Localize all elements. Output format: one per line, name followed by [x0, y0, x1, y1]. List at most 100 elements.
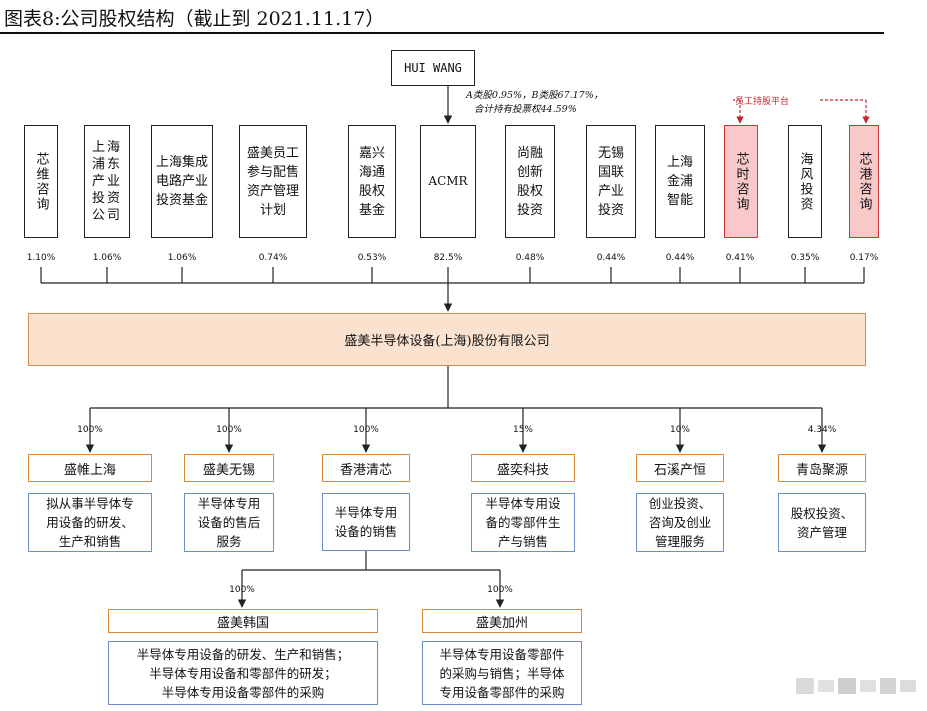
subsidiary-box: 香港清芯 — [322, 454, 410, 482]
desc-line: 管理服务 — [654, 534, 705, 549]
shareholder-box: ACMR — [420, 125, 476, 238]
shareholder-box: 芯维咨询 — [24, 125, 58, 238]
subsidiary-desc: 股权投资、资产管理 — [778, 493, 866, 552]
desc-line: 半导体专用 — [197, 496, 261, 511]
hk-subsidiary-desc: 半导体专用设备的研发、生产和销售； 半导体专用设备和零部件的研发； 半导体专用设备零… — [108, 641, 378, 705]
company-name: 盛美半导体设备(上海)股份有限公司 — [344, 334, 550, 349]
subsidiary-box: 盛帷上海 — [28, 454, 152, 482]
root-holder-name: HUI WANG — [404, 61, 462, 75]
desc-line: 服务 — [216, 534, 242, 549]
shareholder-box-highlight: 芯时咨询 — [724, 125, 758, 238]
shareholder-name: 上海金浦智能 — [666, 155, 693, 208]
figure-title: 图表8:公司股权结构（截止到 2021.11.17） — [4, 8, 385, 30]
desc-line: 专用设备零部件的采购 — [439, 684, 565, 700]
shareholder-box: 海风投资 — [788, 125, 822, 238]
shareholder-box: 尚融创新股权投资 — [505, 125, 555, 238]
shareholder-pct: 0.74% — [258, 253, 288, 263]
root-holding-note: A类股0.95%，B类股67.17%， 合计持有投票权44.59% — [466, 89, 616, 117]
subsidiary-pct: 100% — [77, 425, 103, 435]
shareholder-pct: 0.17% — [849, 253, 879, 263]
desc-line: 半导体专用设备的研发、生产和销售； — [136, 646, 350, 662]
desc-line: 半导体专用设 — [485, 496, 561, 511]
subsidiary-box: 盛美无锡 — [184, 454, 274, 482]
shareholder-box: 上海金浦智能 — [655, 125, 705, 238]
shareholder-pct: 0.53% — [357, 253, 387, 263]
subsidiary-desc: 拟从事半导体专用设备的研发、生产和销售 — [28, 493, 152, 552]
desc-line: 生产和销售 — [58, 534, 122, 549]
shareholder-name: 芯维咨询 — [33, 151, 49, 212]
subsidiary-name: 香港清芯 — [339, 462, 392, 478]
shareholder-name: 芯时咨询 — [733, 151, 749, 212]
desc-line: 半导体专用设备零部件的采购 — [161, 684, 325, 700]
desc-line: 半导体专用设备零部件 — [439, 646, 565, 662]
subsidiary-box: 盛奕科技 — [471, 454, 575, 482]
shareholder-pct: 1.06% — [92, 253, 122, 263]
root-note-line-1: A类股0.95%，B类股67.17%， — [466, 90, 604, 101]
desc-line: 的采购与销售；半导体 — [439, 665, 565, 681]
subsidiary-desc: 半导体专用设备的零部件生产与销售 — [471, 493, 575, 552]
hk-subsidiary-box: 盛美加州 — [422, 609, 582, 633]
subsidiary-box: 青岛聚源 — [778, 454, 866, 482]
subsidiary-box: 石溪产恒 — [636, 454, 724, 482]
subsidiary-name: 石溪产恒 — [653, 462, 706, 478]
shareholder-name: 嘉兴海通股权基金 — [358, 145, 385, 218]
desc-line: 设备的销售 — [334, 524, 398, 539]
shareholder-pct: 0.44% — [596, 253, 626, 263]
hk-subsidiary-name: 盛美韩国 — [216, 615, 269, 631]
desc-line: 设备的售后 — [197, 515, 261, 530]
desc-line: 半导体专用设备和零部件的研发； — [149, 665, 337, 681]
desc-line: 产与销售 — [497, 534, 548, 549]
desc-line: 半导体专用 — [334, 505, 398, 520]
shareholder-name: 芯港咨询 — [856, 151, 872, 212]
shareholder-box-highlight: 芯港咨询 — [849, 125, 879, 238]
subsidiary-pct: 100% — [216, 425, 242, 435]
hk-subsidiary-box: 盛美韩国 — [108, 609, 378, 633]
shareholder-box: 无锡国联产业投资 — [586, 125, 636, 238]
shareholder-box: 盛美员工参与配售资产管理计划 — [239, 125, 307, 238]
title-rule — [0, 32, 884, 34]
shareholder-name: 尚融创新股权投资 — [516, 145, 543, 218]
shareholder-name: 上海浦东产业投资公司 — [91, 140, 122, 223]
subsidiary-pct: 10% — [669, 425, 690, 435]
subsidiary-pct: 15% — [512, 425, 533, 435]
root-holder-box: HUI WANG — [391, 50, 475, 86]
shareholder-name: ACMR — [428, 174, 468, 188]
desc-line: 用设备的研发、 — [46, 515, 134, 530]
subsidiary-desc: 创业投资、咨询及创业管理服务 — [636, 493, 724, 552]
subsidiary-name: 盛帷上海 — [63, 462, 116, 478]
subsidiary-desc: 半导体专用设备的售后服务 — [184, 493, 274, 552]
shareholder-name: 盛美员工参与配售资产管理计划 — [246, 145, 299, 218]
desc-line: 备的零部件生 — [485, 515, 561, 530]
shareholder-box: 上海浦东产业投资公司 — [84, 125, 130, 238]
shareholder-pct: 82.5% — [433, 253, 463, 263]
watermark-blur — [796, 678, 916, 694]
shareholder-name: 海风投资 — [797, 151, 813, 212]
shareholder-name: 无锡国联产业投资 — [597, 145, 624, 218]
shareholder-name: 上海集成电路产业投资基金 — [155, 155, 208, 208]
subsidiary-desc: 半导体专用设备的销售 — [322, 493, 410, 551]
desc-line: 拟从事半导体专 — [46, 496, 134, 511]
shareholder-pct: 1.10% — [26, 253, 56, 263]
hk-subsidiary-pct: 100% — [487, 585, 513, 595]
subsidiary-name: 盛奕科技 — [496, 462, 549, 478]
root-note-line-2: 合计持有投票权44.59% — [474, 104, 577, 115]
subsidiary-name: 青岛聚源 — [795, 462, 848, 478]
subsidiary-pct: 4.34% — [807, 425, 837, 435]
subsidiary-pct: 100% — [353, 425, 379, 435]
hk-subsidiary-name: 盛美加州 — [475, 615, 528, 631]
desc-line: 股权投资、 — [790, 505, 854, 521]
shareholder-pct: 0.48% — [515, 253, 545, 263]
hk-subsidiary-desc: 半导体专用设备零部件的采购与销售；半导体专用设备零部件的采购 — [422, 641, 582, 705]
hk-subsidiary-pct: 100% — [229, 585, 255, 595]
desc-line: 咨询及创业 — [648, 515, 712, 530]
shareholder-pct: 0.44% — [665, 253, 695, 263]
shareholder-box: 嘉兴海通股权基金 — [348, 125, 396, 238]
subsidiary-name: 盛美无锡 — [202, 462, 255, 478]
shareholder-pct: 1.06% — [167, 253, 197, 263]
company-box: 盛美半导体设备(上海)股份有限公司 — [28, 313, 866, 366]
employee-platform-label: 员工持股平台 — [735, 97, 790, 107]
desc-line: 资产管理 — [796, 524, 847, 540]
shareholder-pct: 0.41% — [725, 253, 755, 263]
shareholder-pct: 0.35% — [790, 253, 820, 263]
